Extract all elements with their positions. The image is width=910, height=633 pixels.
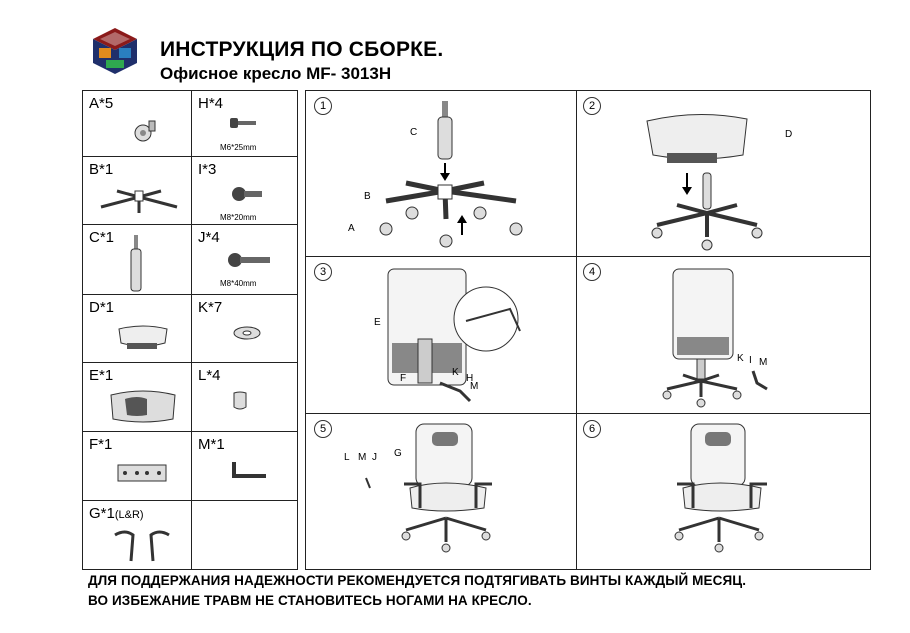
caster-wheel-icon bbox=[134, 120, 156, 142]
part-k: K*7 bbox=[192, 295, 298, 362]
backrest-chair-icon bbox=[662, 268, 768, 408]
bolt-icon bbox=[232, 187, 262, 201]
hex-key-icon bbox=[232, 462, 266, 478]
footer-warning-line-1: ДЛЯ ПОДДЕРЖАНИЯ НАДЕЖНОСТИ РЕКОМЕНДУЕТСЯ… bbox=[88, 573, 747, 588]
gas-lift-icon bbox=[130, 235, 142, 292]
assembled-chair-icon bbox=[674, 423, 767, 553]
page-title: ИНСТРУКЦИЯ ПО СБОРКЕ. bbox=[160, 38, 444, 61]
plate-icon bbox=[117, 464, 167, 482]
page-subtitle: Офисное кресло MF- 3013H bbox=[160, 64, 392, 83]
part-g: G*1(L&R) bbox=[83, 501, 191, 569]
part-l: L*4 bbox=[192, 363, 298, 431]
base-assembly-icon bbox=[379, 101, 523, 248]
star-base-icon bbox=[100, 189, 178, 213]
part-i: I*3 M8*20mm bbox=[192, 157, 298, 224]
steps-grid: 1 C B A 2 bbox=[305, 90, 871, 570]
step-4: 4 K I M bbox=[577, 257, 871, 413]
backrest-attach-icon bbox=[387, 268, 521, 403]
brand-logo bbox=[93, 28, 137, 74]
cap-icon bbox=[233, 391, 247, 410]
seat-mount-icon bbox=[646, 113, 763, 251]
part-j: J*4 M8*40mm bbox=[192, 225, 298, 294]
step-3: 3 E F K H M bbox=[306, 257, 576, 413]
seat-icon bbox=[118, 325, 168, 349]
step-2: 2 D bbox=[577, 91, 871, 256]
part-c: C*1 bbox=[83, 225, 191, 294]
bolt-icon bbox=[228, 253, 270, 267]
part-e: E*1 bbox=[83, 363, 191, 431]
washer-icon bbox=[233, 326, 261, 340]
armrest-attach-icon bbox=[365, 423, 492, 553]
part-b: B*1 bbox=[83, 157, 191, 224]
bolt-icon bbox=[230, 118, 256, 128]
part-d: D*1 bbox=[83, 295, 191, 362]
step-1: 1 C B A bbox=[306, 91, 576, 256]
part-m: M*1 bbox=[192, 432, 298, 500]
armrest-icon bbox=[114, 530, 170, 562]
part-f: F*1 bbox=[83, 432, 191, 500]
footer-warning-line-2: ВО ИЗБЕЖАНИЕ ТРАВМ НЕ СТАНОВИТЕСЬ НОГАМИ… bbox=[88, 593, 532, 608]
part-a: A*5 bbox=[83, 91, 191, 156]
backrest-icon bbox=[110, 390, 176, 423]
parts-table: A*5 H*4 M6*25mm B*1 I*3 M8*20mm C*1 bbox=[82, 90, 298, 570]
step-5: 5 L M J G bbox=[306, 414, 576, 570]
part-h: H*4 M6*25mm bbox=[192, 91, 298, 156]
step-6: 6 bbox=[577, 414, 871, 570]
